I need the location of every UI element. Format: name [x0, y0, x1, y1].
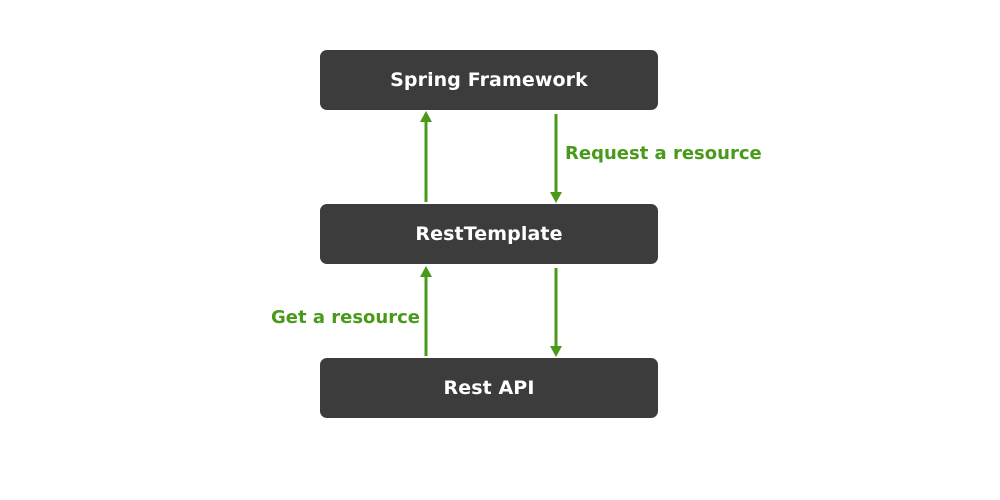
- arrow-restapi-to-resttemplate: [420, 266, 432, 356]
- node-label: Spring Framework: [390, 69, 588, 91]
- arrow-spring-to-resttemplate: [550, 114, 562, 203]
- edge-label-request: Request a resource: [565, 143, 762, 164]
- arrow-resttemplate-to-restapi: [550, 268, 562, 357]
- arrow-resttemplate-to-spring: [420, 111, 432, 202]
- node-label: RestTemplate: [415, 223, 563, 245]
- edge-label-get: Get a resource: [270, 307, 420, 328]
- node-rest-template: RestTemplate: [320, 204, 658, 264]
- node-rest-api: Rest API: [320, 358, 658, 418]
- node-label: Rest API: [443, 377, 535, 399]
- node-spring-framework: Spring Framework: [320, 50, 658, 110]
